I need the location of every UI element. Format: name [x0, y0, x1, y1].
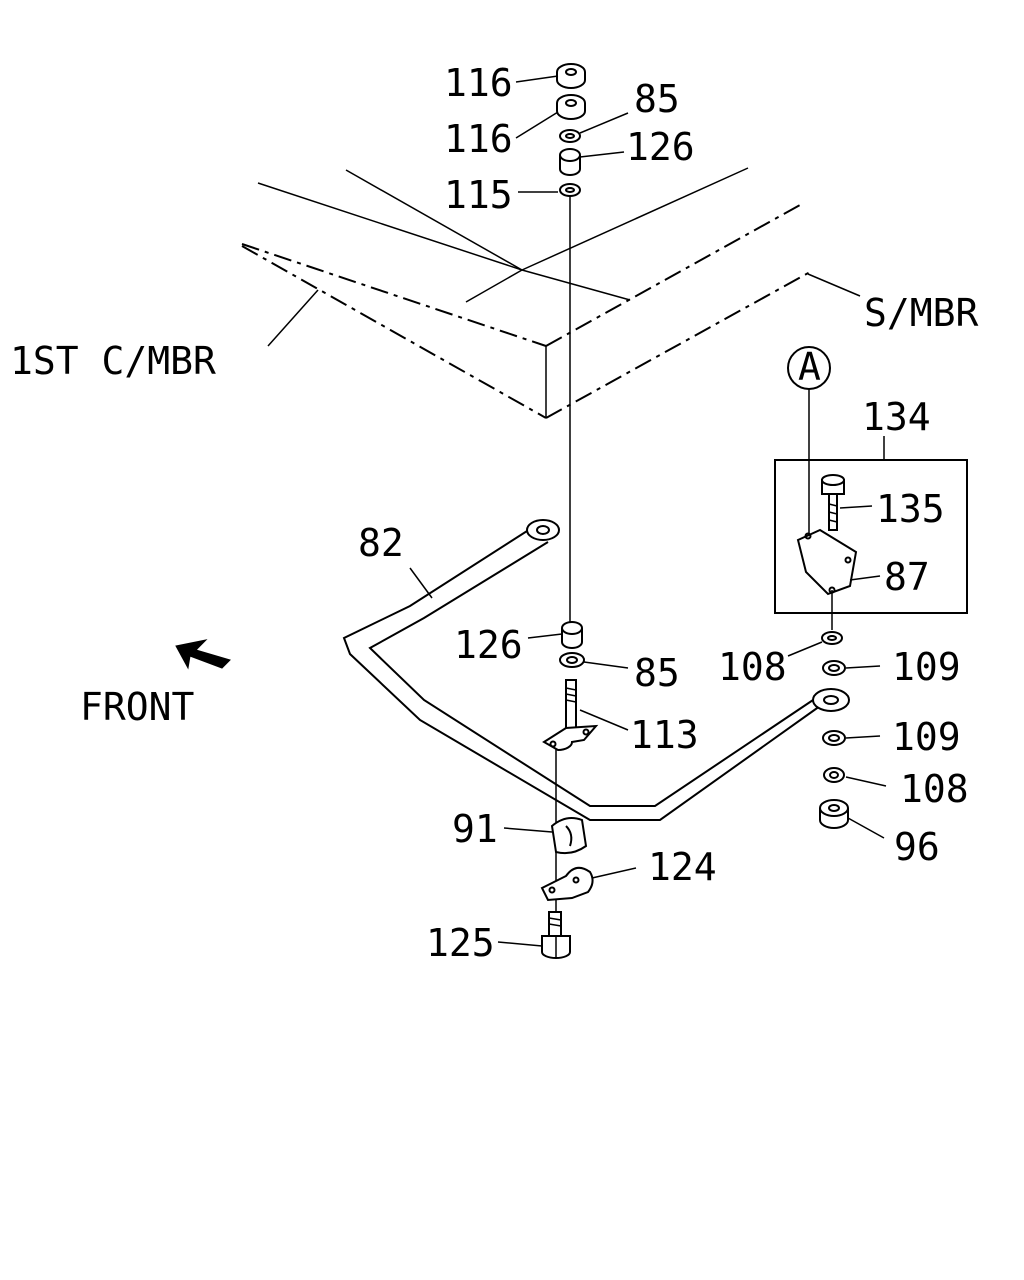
label-smbr: S/MBR	[864, 291, 979, 335]
label-87: 87	[884, 555, 930, 599]
label-85-top: 85	[634, 77, 680, 121]
front-arrow-icon	[175, 639, 231, 670]
label-124: 124	[648, 845, 717, 889]
bar-leader	[409, 567, 433, 599]
label-109-top: 109	[892, 645, 961, 689]
bushing-126-top	[559, 148, 581, 176]
link-bolt-113	[542, 679, 599, 752]
label-108-top: 108	[718, 645, 787, 689]
smbr-leader	[807, 273, 861, 297]
washer-85-top	[559, 129, 581, 143]
label-82: 82	[358, 521, 404, 565]
washer-85-lower	[559, 652, 585, 668]
nut-116-top	[556, 63, 586, 89]
label-85-lower: 85	[634, 651, 680, 695]
label-96: 96	[894, 825, 940, 869]
rubber-bushing-91	[550, 817, 588, 855]
stabilizer-bar-82	[342, 519, 850, 821]
label-115: 115	[444, 173, 513, 217]
label-134: 134	[862, 395, 931, 439]
detail-a-box	[774, 346, 968, 630]
washer-108-top	[821, 631, 843, 645]
label-135: 135	[876, 487, 945, 531]
label-1st-cmbr: 1ST C/MBR	[10, 339, 216, 383]
label-116-top: 116	[444, 61, 513, 105]
label-circle-a: A	[798, 345, 821, 389]
label-125: 125	[426, 921, 495, 965]
label-126-top: 126	[626, 125, 695, 169]
bushing-109-top	[822, 660, 846, 676]
label-108-lower: 108	[900, 767, 969, 811]
nut-96	[819, 799, 849, 829]
cmbr-leader	[267, 289, 319, 347]
bushing-126-lower	[561, 621, 583, 649]
label-126-lower: 126	[454, 623, 523, 667]
washer-108-lower	[823, 767, 845, 783]
label-109-lower: 109	[892, 715, 961, 759]
label-91: 91	[452, 807, 498, 851]
bolt-125	[541, 911, 571, 959]
frame-members	[241, 167, 811, 419]
nut-116-second	[556, 94, 586, 120]
label-116-second: 116	[444, 117, 513, 161]
bushing-109-lower	[822, 730, 846, 746]
bracket-124	[540, 866, 594, 902]
washer-115	[559, 183, 581, 197]
label-113: 113	[630, 713, 699, 757]
label-front: FRONT	[80, 685, 194, 729]
